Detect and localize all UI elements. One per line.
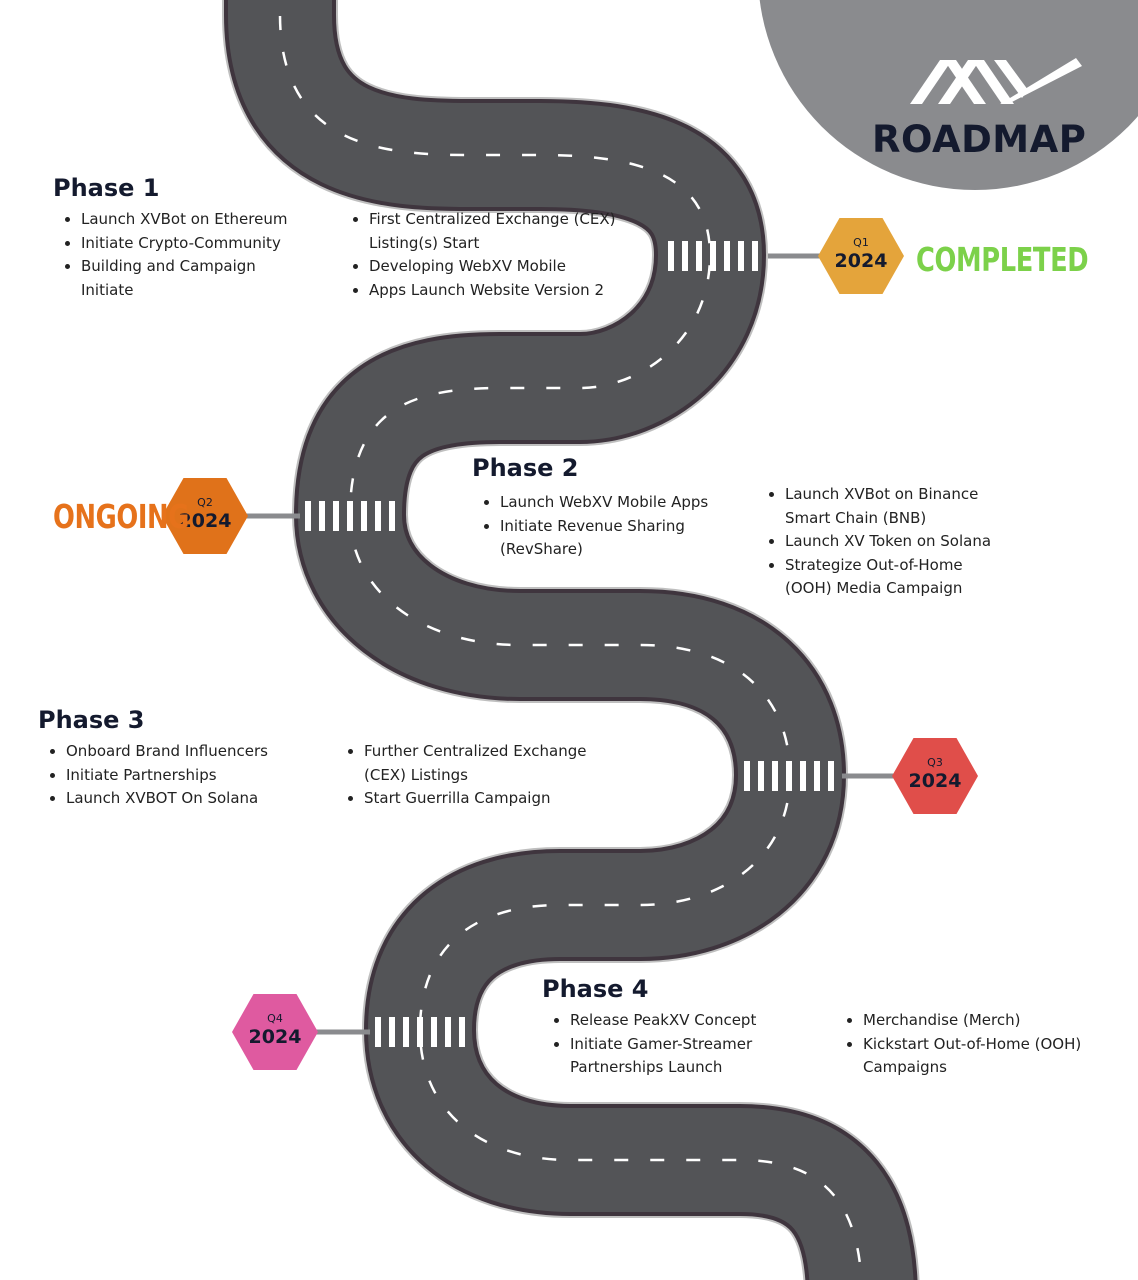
list-item: Apps Launch Website Version 2 — [369, 279, 659, 303]
status-ongoing: ONGOING — [53, 497, 189, 536]
list-item: Building and Campaign Initiate — [81, 255, 271, 302]
list-item: Launch XV Token on Solana — [785, 530, 1025, 554]
phase-list: Further Centralized Exchange (CEX) Listi… — [336, 740, 634, 811]
phase-list: Launch XVBot on Binance Smart Chain (BNB… — [757, 483, 1025, 601]
status-completed: COMPLETED — [916, 240, 1089, 279]
list-item: Initiate Partnerships — [66, 764, 336, 788]
list-item: Release PeakXV Concept — [570, 1009, 835, 1033]
crosswalk-q4 — [375, 1017, 465, 1047]
phase-1: Phase 1 Launch XVBot on Ethereum Initiat… — [53, 174, 659, 302]
crosswalk-q2 — [305, 501, 395, 531]
list-item: Launch XVBot on Binance Smart Chain (BNB… — [785, 483, 995, 530]
phase-list: Launch WebXV Mobile Apps Initiate Revenu… — [472, 491, 740, 562]
list-item: Further Centralized Exchange (CEX) Listi… — [364, 740, 599, 787]
phase-title: Phase 4 — [542, 975, 649, 1003]
list-item: Start Guerrilla Campaign — [364, 787, 634, 811]
phase-list: Launch XVBot on Ethereum Initiate Crypto… — [53, 208, 341, 302]
quarter-label: Q1 — [853, 236, 869, 249]
crosswalk-q1 — [668, 241, 758, 271]
year-label: 2024 — [834, 250, 888, 272]
phase-list: First Centralized Exchange (CEX) Listing… — [341, 208, 659, 302]
list-item: Developing WebXV Mobile — [369, 255, 659, 279]
phase-list: Release PeakXV Concept Initiate Gamer-St… — [542, 1009, 835, 1080]
list-item: First Centralized Exchange (CEX) Listing… — [369, 208, 624, 255]
phase-list: Merchandise (Merch) Kickstart Out-of-Hom… — [835, 1009, 1128, 1080]
list-item: Initiate Gamer-Streamer Partnerships Lau… — [570, 1033, 770, 1080]
xv-logo-icon — [910, 58, 1082, 104]
phase-4: Phase 4 Release PeakXV Concept Initiate … — [542, 975, 1128, 1080]
phase-3: Phase 3 Onboard Brand Influencers Initia… — [38, 706, 634, 811]
list-item: Launch XVBot on Ethereum — [81, 208, 341, 232]
quarter-label: Q2 — [197, 496, 213, 509]
list-item: Strategize Out-of-Home (OOH) Media Campa… — [785, 554, 990, 601]
list-item: Kickstart Out-of-Home (OOH) Campaigns — [863, 1033, 1093, 1080]
year-label: 2024 — [248, 1026, 302, 1048]
quarter-label: Q4 — [267, 1012, 283, 1025]
list-item: Launch WebXV Mobile Apps — [500, 491, 740, 515]
phase-title: Phase 3 — [38, 706, 145, 734]
list-item: Launch XVBOT On Solana — [66, 787, 336, 811]
list-item: Initiate Revenue Sharing (RevShare) — [500, 515, 700, 562]
crosswalk-q3 — [744, 761, 834, 791]
list-item: Merchandise (Merch) — [863, 1009, 1128, 1033]
list-item: Initiate Crypto-Community — [81, 232, 341, 256]
phase-title: Phase 2 — [472, 454, 579, 482]
phase-list: Onboard Brand Influencers Initiate Partn… — [38, 740, 336, 811]
quarter-label: Q3 — [927, 756, 943, 769]
year-label: 2024 — [908, 770, 962, 792]
list-item: Onboard Brand Influencers — [66, 740, 336, 764]
phase-title: Phase 1 — [53, 174, 160, 202]
roadmap-title: ROADMAP — [872, 118, 1087, 161]
phase-2: Phase 2 — [472, 454, 579, 488]
year-label: 2024 — [178, 510, 232, 532]
